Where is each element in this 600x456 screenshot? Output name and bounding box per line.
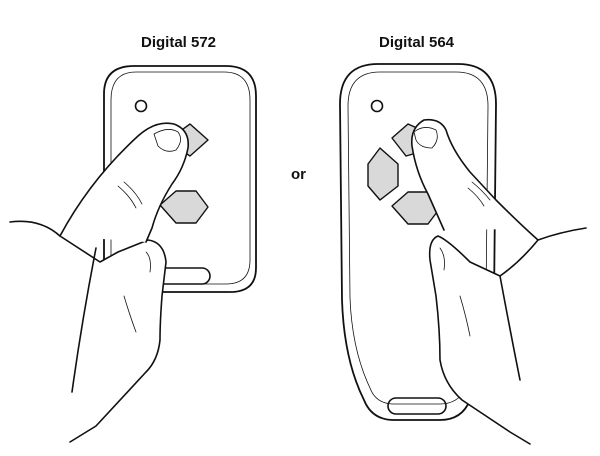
led-icon [134, 99, 148, 113]
hand-572-wrist-line [71, 247, 97, 393]
hand-564-crease-2 [471, 181, 491, 201]
hand-572-crease-3 [123, 295, 137, 333]
hand-564-wrist-line [499, 275, 521, 381]
or-separator: or [291, 166, 306, 183]
hand-564-crease-1 [467, 187, 485, 207]
hand-564-crease-3 [459, 295, 471, 337]
hand-572-crease-2 [123, 181, 143, 205]
hand-564-thumbnail [413, 127, 438, 149]
hand-564-knuckle [439, 247, 445, 271]
remote-572-button-bottom[interactable] [159, 190, 209, 224]
led-icon [370, 99, 384, 113]
hand-572-thumb [59, 122, 190, 243]
hand-572-crease-1 [117, 185, 137, 209]
hand-572-knuckle [145, 251, 151, 273]
hand-572-thumbnail [153, 129, 181, 152]
remote-564 [339, 63, 587, 445]
remote-572-title: Digital 572 [141, 34, 217, 51]
remote-564-button-left[interactable] [367, 147, 399, 201]
hand-572-palm [9, 220, 167, 443]
remote-564-title: Digital 564 [379, 34, 455, 51]
remote-564-slot [387, 397, 447, 415]
remote-572 [9, 65, 257, 443]
